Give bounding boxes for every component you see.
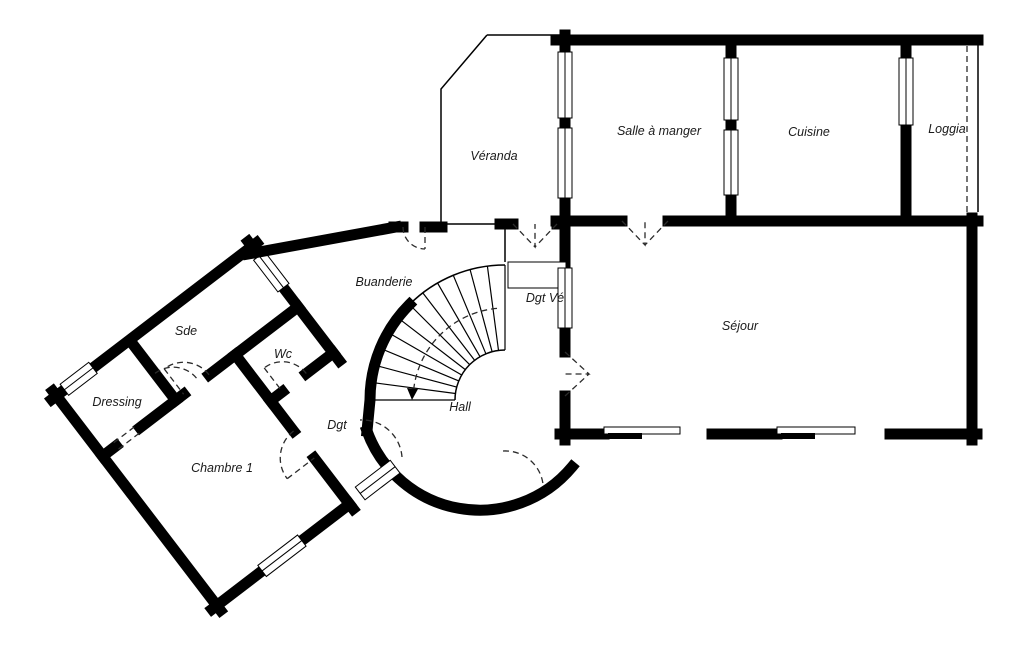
- sejour-walls: [554, 212, 983, 446]
- wing-bottom-wall: [204, 496, 358, 617]
- buanderie-door-swing: [402, 226, 426, 250]
- dgt-hall-door-line: [359, 466, 396, 494]
- corridor-hall-door: [354, 459, 401, 501]
- wing-right-window-glazing: [258, 255, 284, 289]
- wing-left-wall: [45, 383, 229, 619]
- room-label-chambre-1: Chambre 1: [191, 461, 253, 475]
- sejour-windows: [603, 426, 856, 439]
- room-label-sejour: Séjour: [722, 319, 759, 333]
- room-label-wc: Wc: [274, 347, 293, 361]
- dgt-hall-door-swing: [359, 419, 403, 458]
- room-label-loggia: Loggia: [928, 122, 966, 136]
- room-label-veranda: Véranda: [470, 149, 517, 163]
- sejour-bay-1: [603, 426, 681, 435]
- veranda-glass-walls: [440, 34, 560, 225]
- staircase: [360, 264, 506, 438]
- dressing-sde-door-swing: [154, 366, 198, 380]
- chambre-door-swing: [279, 430, 315, 480]
- stair-inner-edge: [454, 349, 506, 401]
- room-label-dressing: Dressing: [92, 395, 141, 409]
- wc-door-swing: [263, 361, 307, 393]
- room-label-sde: Sde: [175, 324, 197, 338]
- buanderie-diagonal-wall: [241, 220, 403, 261]
- sejour-hall-double-door: [564, 351, 591, 397]
- sejour-bay-2-pane: [781, 433, 815, 439]
- top-wing-windows: [557, 51, 914, 199]
- hall-door-swing: [502, 450, 544, 485]
- stair-walking-line: [412, 307, 498, 393]
- veranda-corridor-door: [512, 223, 558, 249]
- sejour-bay-1-pane: [608, 433, 642, 439]
- sejour-bay-2: [776, 426, 856, 435]
- room-label-cuisine: Cuisine: [788, 125, 830, 139]
- wing-bottom-window-glazing: [261, 540, 303, 572]
- hall-curved-wall: [359, 423, 580, 516]
- door-swings: [359, 220, 669, 485]
- room-label-buanderie: Buanderie: [356, 275, 413, 289]
- left-wing-windows: [59, 250, 307, 578]
- room-labels: Véranda Salle à manger Cuisine Loggia Sé…: [92, 122, 965, 475]
- left-wing-walls: [43, 233, 361, 619]
- veranda-outline: [440, 34, 560, 262]
- room-label-hall: Hall: [449, 400, 472, 414]
- corridor-landing: [507, 261, 567, 289]
- room-label-dgt-veranda: Dgt Vé: [526, 291, 564, 305]
- stair-outer-wall: [360, 296, 418, 438]
- corridor-dgt-veranda: [494, 218, 573, 329]
- salle-double-door: [621, 220, 669, 247]
- room-label-dgt: Dgt: [327, 418, 347, 432]
- buanderie-walls: [241, 220, 448, 261]
- left-wing: [43, 233, 361, 619]
- hall-walls: [359, 423, 580, 516]
- chambre-corridor-partition: [227, 347, 361, 517]
- dressing-opening: [113, 423, 143, 450]
- dressing-sde-partition: [125, 337, 184, 409]
- wc-bottom-partition: [262, 345, 341, 409]
- wing-top-window-glazing: [64, 367, 94, 391]
- stair-direction-arrow: [407, 388, 418, 400]
- wing-band-partition: [94, 299, 306, 464]
- room-label-salle-a-manger: Salle à manger: [617, 124, 702, 138]
